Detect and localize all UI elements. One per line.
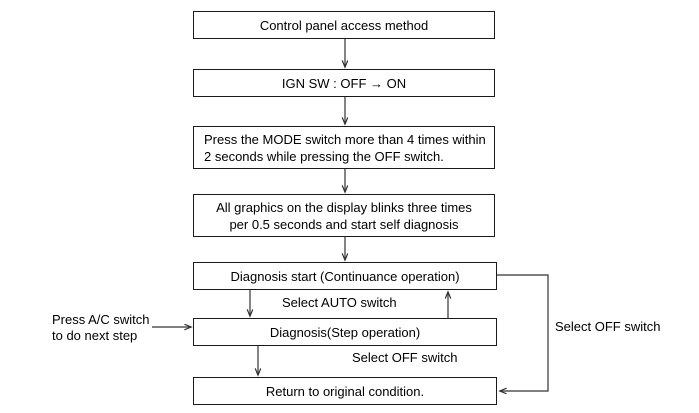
node-all-graphics-blink[interactable]: All graphics on the display blinks three… bbox=[193, 194, 495, 237]
node-press-mode-switch[interactable]: Press the MODE switch more than 4 times … bbox=[193, 126, 495, 169]
node-label: All graphics on the display blinks three… bbox=[216, 199, 472, 232]
node-label: Diagnosis(Step operation) bbox=[269, 324, 421, 340]
node-label: Control panel access method bbox=[259, 17, 429, 33]
node-label: IGN SW : OFF → ON bbox=[281, 75, 407, 91]
edge-label-select-auto-switch: Select AUTO switch bbox=[282, 295, 397, 310]
node-label: Press the MODE switch more than 4 times … bbox=[204, 131, 486, 164]
edge-label-select-off-switch-middle: Select OFF switch bbox=[352, 350, 458, 365]
node-label: Return to original condition. bbox=[265, 383, 425, 399]
node-control-panel-access-method[interactable]: Control panel access method bbox=[193, 11, 495, 39]
connector-n5-n7-loop bbox=[497, 274, 549, 391]
node-label: Diagnosis start (Continuance operation) bbox=[230, 268, 460, 284]
node-return-to-original-condition[interactable]: Return to original condition. bbox=[193, 377, 497, 405]
node-diagnosis-start-continuance[interactable]: Diagnosis start (Continuance operation) bbox=[193, 262, 497, 290]
edge-label-select-off-switch-right: Select OFF switch bbox=[555, 319, 661, 334]
node-ign-sw[interactable]: IGN SW : OFF → ON bbox=[193, 69, 495, 97]
edge-label-press-ac-switch: Press A/C switch to do next step bbox=[52, 312, 150, 343]
node-diagnosis-step-operation[interactable]: Diagnosis(Step operation) bbox=[193, 318, 497, 346]
